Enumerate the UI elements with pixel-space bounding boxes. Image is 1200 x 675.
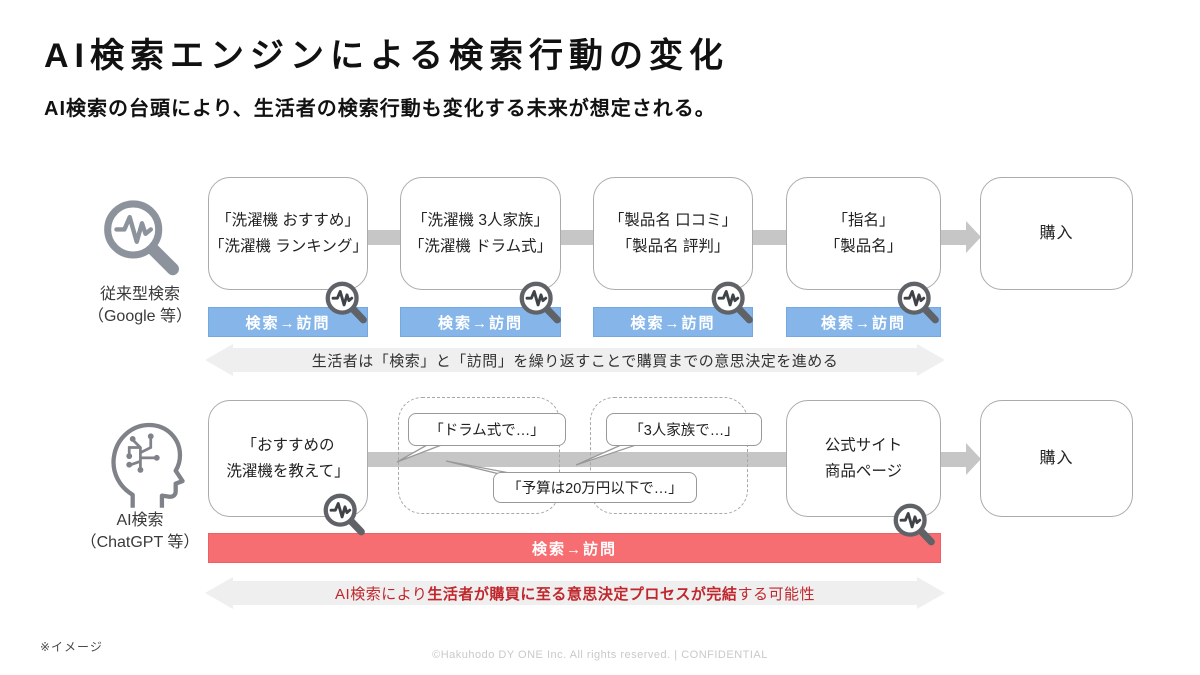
query-box-3-line2: 「製品名 評判」 — [616, 237, 730, 255]
connector-arrowhead-ai — [966, 443, 981, 475]
query-box-1-line2: 「洗濯機 ランキング」 — [209, 237, 368, 255]
pulse-magnifier-icon — [519, 281, 561, 324]
arrow-left-head — [205, 577, 233, 609]
purchase-label: 購入 — [1039, 449, 1074, 467]
query-box-1: 「洗濯機 おすすめ」 「洗濯機 ランキング」 — [208, 177, 368, 290]
connector-bar — [366, 230, 402, 245]
speech-bubble-3: 「予算は20万円以下で…」 — [493, 472, 697, 503]
pulse-magnifier-icon — [325, 281, 367, 324]
traditional-search-label-line1: 従来型検索 — [99, 286, 180, 303]
official-site-line1: 公式サイト — [824, 436, 903, 454]
arrow-right-head — [917, 577, 945, 609]
query-box-2-line1: 「洗濯機 3人家族」 — [412, 211, 549, 229]
speech-bubble-1: 「ドラム式で…」 — [408, 413, 566, 446]
image-note: ※イメージ — [40, 640, 103, 654]
query-box-3-line1: 「製品名 口コミ」 — [608, 211, 738, 229]
speech-bubble-1-text: 「ドラム式で…」 — [429, 423, 545, 439]
search-visit-label: 検索→訪問 — [245, 314, 331, 332]
query-box-2: 「洗濯機 3人家族」 「洗濯機 ドラム式」 — [400, 177, 561, 290]
traditional-process-text: 生活者は「検索」と「訪問」を繰り返すことで購買までの意思決定を進める — [311, 352, 839, 370]
ai-search-label-line1: AI検索 — [116, 512, 164, 529]
query-box-2-line2: 「洗濯機 ドラム式」 — [408, 237, 553, 255]
ai-process-arrow: AI検索により生活者が購買に至る意思決定プロセスが完結する可能性 — [205, 577, 945, 609]
page-subtitle: AI検索の台頭により、生活者の検索行動も変化する未来が想定される。 — [44, 98, 716, 120]
ai-prompt-line1: 「おすすめの — [241, 436, 335, 454]
pulse-magnifier-icon — [711, 281, 753, 324]
connector-bar — [751, 230, 788, 245]
ai-prompt-line2: 洗濯機を教えて」 — [226, 462, 350, 480]
ai-process-text: AI検索により生活者が購買に至る意思決定プロセスが完結する可能性 — [335, 583, 815, 604]
speech-bubble-2-text: 「3人家族で…」 — [629, 423, 739, 439]
dashed-dialog-box-1 — [398, 397, 560, 514]
ai-search-label: AI検索 （ChatGPT 等） — [50, 510, 230, 554]
pulse-magnifier-icon — [323, 493, 365, 536]
ai-process-text-prefix: AI検索により — [335, 585, 428, 603]
query-box-3: 「製品名 口コミ」 「製品名 評判」 — [593, 177, 753, 290]
purchase-label: 購入 — [1039, 224, 1074, 242]
connector-bar — [559, 230, 595, 245]
query-box-4-line2: 「製品名」 — [824, 237, 903, 255]
purchase-box-traditional: 購入 — [980, 177, 1133, 290]
ai-search-label-line2: （ChatGPT 等） — [80, 534, 200, 551]
traditional-process-arrow: 生活者は「検索」と「訪問」を繰り返すことで購買までの意思決定を進める — [205, 344, 945, 376]
speech-bubble-3-text: 「予算は20万円以下で…」 — [507, 481, 683, 497]
page-title: AI検索エンジンによる検索行動の変化 — [44, 37, 729, 75]
traditional-search-label-line2: （Google 等） — [87, 308, 193, 325]
query-box-4: 「指名」 「製品名」 — [786, 177, 941, 290]
arrow-left-head — [205, 344, 233, 376]
official-site-box: 公式サイト 商品ページ — [786, 400, 941, 517]
purchase-box-ai: 購入 — [980, 400, 1133, 517]
magnifier-pulse-icon — [104, 200, 179, 276]
dashed-dialog-box-2 — [590, 397, 748, 514]
head-circuit-icon — [111, 423, 185, 508]
query-box-4-line1: 「指名」 — [832, 211, 895, 229]
pulse-magnifier-icon — [897, 281, 939, 324]
ai-process-text-bold: 生活者が購買に至る意思決定プロセスが完結 — [427, 585, 738, 603]
connector-bar-ai — [366, 452, 786, 467]
search-visit-label: 検索→訪問 — [820, 314, 906, 332]
traditional-search-label: 従来型検索 （Google 等） — [50, 284, 230, 328]
arrow-right-head — [917, 344, 945, 376]
official-site-line2: 商品ページ — [824, 462, 903, 480]
search-visit-label: 検索→訪問 — [437, 314, 523, 332]
search-visit-label: 検索→訪問 — [531, 540, 617, 558]
search-visit-label: 検索→訪問 — [630, 314, 716, 332]
connector-arrowhead — [966, 221, 981, 253]
copyright-text: ©Hakuhodo DY ONE Inc. All rights reserve… — [432, 649, 768, 661]
connector-arrow-shaft — [941, 230, 966, 245]
search-visit-bar-ai: 検索→訪問 — [208, 533, 941, 563]
ai-process-text-suffix: する可能性 — [737, 585, 815, 603]
pulse-magnifier-icon — [893, 503, 935, 546]
query-box-1-line1: 「洗濯機 おすすめ」 — [216, 211, 360, 229]
connector-arrow-shaft-ai — [941, 452, 966, 467]
speech-bubble-2: 「3人家族で…」 — [606, 413, 762, 446]
